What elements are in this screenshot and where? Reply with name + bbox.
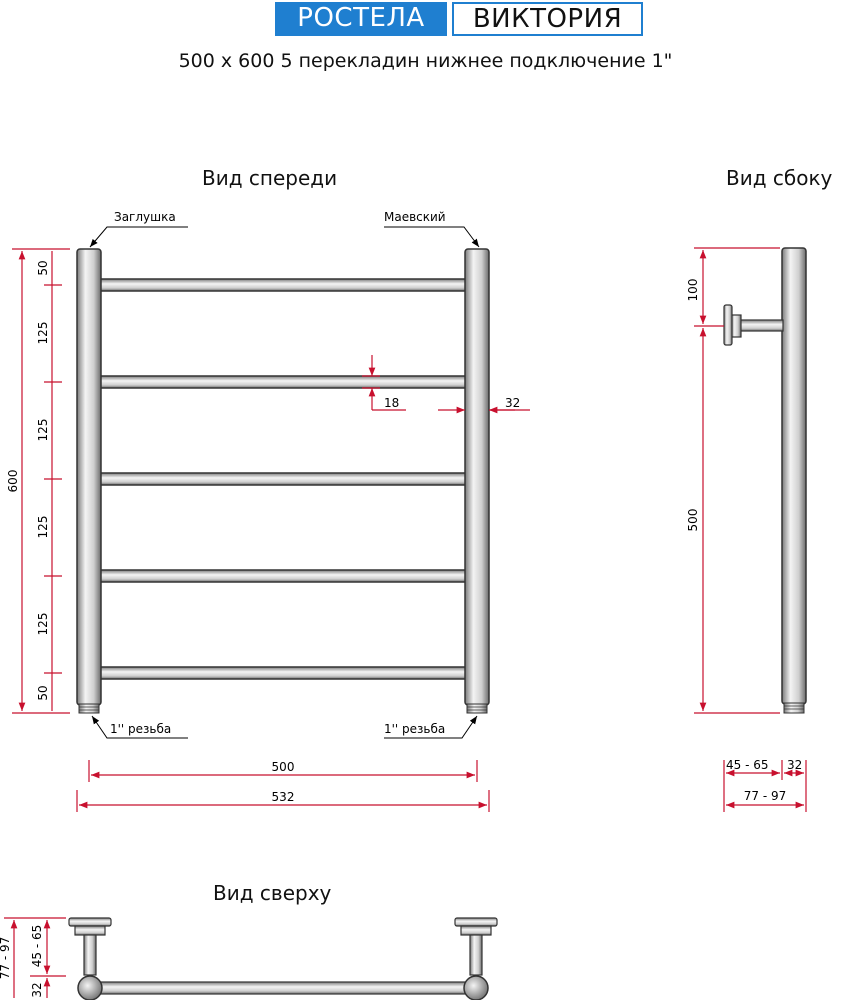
dim-side-main: 500: [686, 509, 700, 532]
dim-spacing: 125: [36, 322, 50, 345]
dim-side-offset: 45 - 65: [726, 758, 769, 772]
top-bar: [89, 981, 477, 995]
top-bracket-collar-left: [74, 925, 106, 936]
model-name: ВИКТОРИЯ: [452, 2, 643, 36]
dim-bar-diameter: 18: [384, 396, 399, 410]
top-pipe-left: [77, 975, 103, 1000]
plug-label: Заглушка: [114, 210, 176, 224]
crossbars: [94, 278, 472, 680]
top-pipe-right: [463, 975, 489, 1000]
dim-side-pipe: 32: [787, 758, 802, 772]
side-pipe: [781, 247, 807, 705]
dim-spacing: 125: [36, 613, 50, 636]
dim-spacing-top: 50: [36, 260, 50, 275]
top-bracket-rod-right: [469, 934, 483, 976]
crossbar: [94, 278, 472, 292]
top-view-title: Вид сверху: [213, 881, 332, 905]
crossbar: [94, 666, 472, 680]
top-bracket-plate-right: [454, 917, 498, 927]
side-view: 100 500 45 - 65 32 77 - 97: [686, 247, 807, 812]
dim-spacing: 125: [36, 516, 50, 539]
dim-side-top: 100: [686, 279, 700, 302]
top-bracket-plate-left: [68, 917, 112, 927]
dim-height: 600: [6, 470, 20, 493]
top-bracket-collar-right: [460, 925, 492, 936]
left-upright: [76, 248, 102, 706]
dim-center-width: 500: [272, 760, 295, 774]
front-view: Заглушка Маевский 1'' резьба 1'' резьба: [6, 210, 530, 812]
top-view: 77 - 97 32 45 - 65: [0, 917, 498, 1000]
dim-top-offset: 45 - 65: [30, 925, 44, 968]
right-upright: [464, 248, 490, 706]
dim-top-total: 77 - 97: [0, 937, 12, 980]
crossbar: [94, 472, 472, 486]
dim-pipe-diameter: 32: [505, 396, 520, 410]
dim-total-width: 532: [272, 790, 295, 804]
crossbar: [94, 569, 472, 583]
dim-spacing: 125: [36, 419, 50, 442]
crossbar: [94, 375, 472, 389]
left-thread: [78, 703, 100, 714]
thread-label-right: 1'' резьба: [384, 722, 445, 736]
brand-logo: РОСТЕЛА: [275, 2, 447, 36]
dim-top-pipe: 32: [30, 982, 44, 997]
side-bracket-rod: [737, 319, 784, 332]
dim-side-total: 77 - 97: [744, 789, 787, 803]
front-view-title: Вид спереди: [202, 166, 338, 190]
side-view-title: Вид сбоку: [726, 166, 833, 190]
mayevsky-label: Маевский: [384, 210, 446, 224]
thread-label-left: 1'' резьба: [110, 722, 171, 736]
right-thread: [466, 703, 488, 714]
side-thread: [783, 702, 805, 714]
side-bracket-plate: [723, 304, 733, 346]
dim-spacing-bottom: 50: [36, 685, 50, 700]
top-bracket-rod-left: [83, 934, 97, 976]
product-subtitle: 500 х 600 5 перекладин нижнее подключени…: [178, 50, 673, 72]
